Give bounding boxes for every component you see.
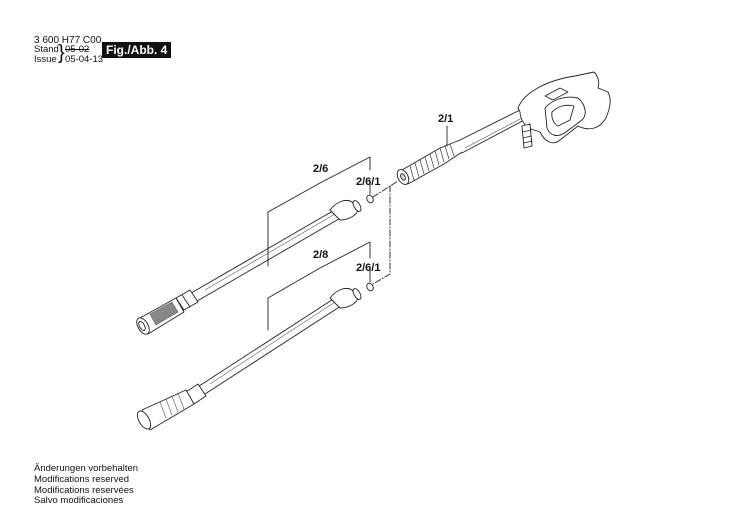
notice-es: Salvo modificaciones: [34, 495, 124, 507]
stand-label: Stand: [34, 44, 59, 55]
issue-date: 05-04-13: [65, 54, 104, 65]
o-ring-upper-icon: [366, 194, 374, 204]
notice-de: Änderungen vorbehalten: [34, 463, 139, 474]
figure-badge: Fig./Abb. 4: [102, 42, 172, 58]
callout-2-6-1-lower: 2/6/1: [356, 262, 381, 274]
notice-fr: Modifications reservées: [34, 484, 134, 496]
issue-label: Issue: [34, 54, 57, 65]
spray-gun-icon: [396, 71, 611, 185]
stand-issue-labels: Stand Issue: [34, 45, 59, 65]
o-ring-lower-icon: [366, 282, 374, 292]
lance-adjustable-nozzle-icon: [136, 199, 362, 335]
callout-2-8: 2/8: [313, 249, 329, 261]
brace-icon: }: [58, 42, 65, 64]
modifications-notice: Änderungen vorbehalten Modifications res…: [34, 463, 139, 507]
callout-2-6: 2/6: [313, 163, 329, 175]
callout-2-6-1-upper: 2/6/1: [356, 176, 381, 188]
lance-rotary-nozzle-icon: [136, 287, 362, 431]
document-code: 3 600 H77 C00: [34, 35, 102, 46]
callout-2-1: 2/1: [438, 113, 454, 125]
stand-date: 05-02: [65, 44, 90, 55]
notice-en: Modifications reserved: [34, 473, 130, 485]
stand-issue-dates: 05-02 05-04-13: [65, 45, 103, 65]
leader-2-8: [267, 241, 371, 331]
leader-2-6: [267, 156, 371, 267]
